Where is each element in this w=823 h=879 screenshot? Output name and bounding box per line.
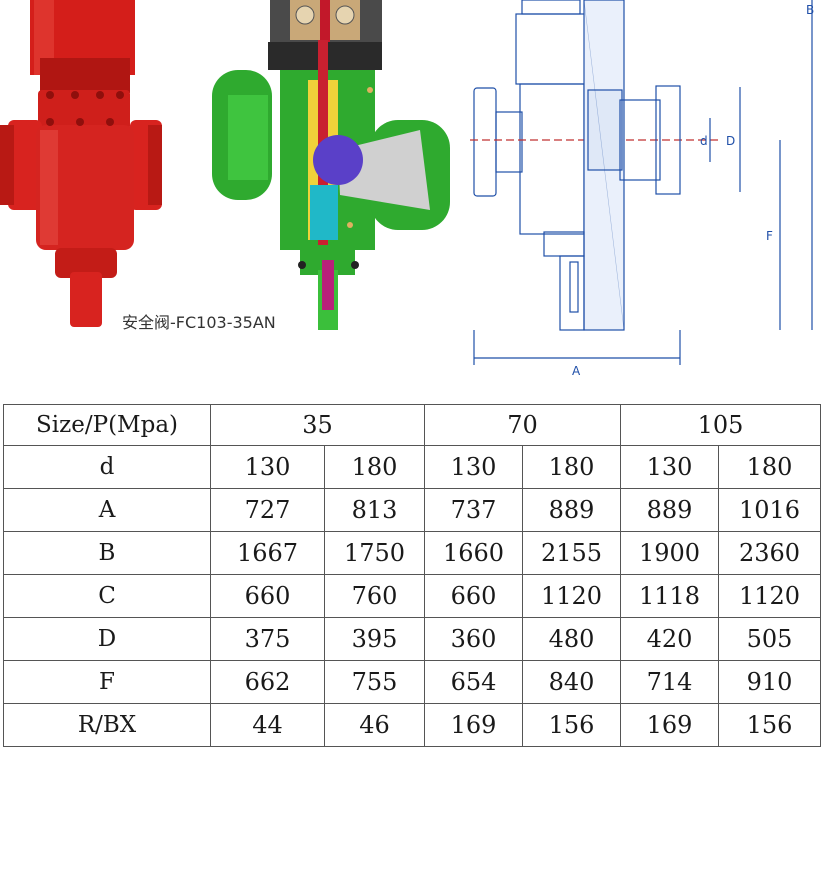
dimension-drawing [470, 0, 813, 365]
table-cell: 1660 [424, 531, 524, 575]
table-cell: 714 [620, 660, 720, 704]
dim-label-d-small: d [700, 134, 708, 148]
table-cell: 1120 [718, 574, 822, 618]
pressure-header-row: Size/P(Mpa) 35 70 105 [3, 404, 822, 446]
table-cell: 180 [522, 445, 622, 489]
row-label: F [3, 660, 211, 704]
pressure-105: 105 [620, 404, 822, 446]
table-cell: 180 [323, 445, 426, 489]
table-cell: 156 [522, 703, 622, 747]
row-label: d [3, 445, 211, 489]
table-cell: 840 [522, 660, 622, 704]
green-cutaway-render [212, 0, 450, 330]
table-cell: 737 [424, 488, 524, 532]
row-label: D [3, 617, 211, 661]
dim-label-d-large: D [726, 134, 735, 148]
row-label: C [3, 574, 211, 618]
table-cell: 130 [210, 445, 325, 489]
table-cell: 660 [424, 574, 524, 618]
table-cell: 662 [210, 660, 325, 704]
row-label: R/BX [3, 703, 211, 747]
table-cell: 889 [620, 488, 720, 532]
red-valve-render [0, 0, 162, 327]
table-cell: 169 [620, 703, 720, 747]
figure-caption: 安全阀-FC103-35AN [122, 313, 276, 332]
table-cell: 755 [323, 660, 426, 704]
table-cell: 1900 [620, 531, 720, 575]
table-cell: 654 [424, 660, 524, 704]
table-cell: 180 [718, 445, 822, 489]
table-cell: 360 [424, 617, 524, 661]
row-label: B [3, 531, 211, 575]
table-cell: 2360 [718, 531, 822, 575]
table-cell: 169 [424, 703, 524, 747]
table-cell: 375 [210, 617, 325, 661]
table-cell: 889 [522, 488, 622, 532]
table-cell: 2155 [522, 531, 622, 575]
pressure-70: 70 [424, 404, 622, 446]
table-cell: 44 [210, 703, 325, 747]
header-label-cell: Size/P(Mpa) [3, 404, 211, 446]
table-cell: 1120 [522, 574, 622, 618]
table-cell: 156 [718, 703, 822, 747]
table-cell: 505 [718, 617, 822, 661]
table-cell: 1016 [718, 488, 822, 532]
product-figure: A B d D F 安全阀-FC103-35AN [0, 0, 823, 390]
table-cell: 46 [323, 703, 426, 747]
table-cell: 1118 [620, 574, 720, 618]
table-cell: 727 [210, 488, 325, 532]
dim-label-f: F [766, 229, 773, 243]
table-cell: 420 [620, 617, 720, 661]
table-cell: 480 [522, 617, 622, 661]
table-cell: 660 [210, 574, 325, 618]
table-cell: 130 [424, 445, 524, 489]
row-label: A [3, 488, 211, 532]
table-cell: 813 [323, 488, 426, 532]
dim-label-a: A [572, 364, 581, 378]
table-cell: 395 [323, 617, 426, 661]
pressure-35: 35 [209, 404, 426, 446]
table-cell: 130 [620, 445, 720, 489]
table-cell: 1750 [323, 531, 426, 575]
table-cell: 760 [323, 574, 426, 618]
table-cell: 1667 [210, 531, 325, 575]
table-cell: 910 [718, 660, 822, 704]
dim-label-b: B [806, 3, 814, 17]
valve-illustrations: A B d D F [0, 0, 814, 378]
